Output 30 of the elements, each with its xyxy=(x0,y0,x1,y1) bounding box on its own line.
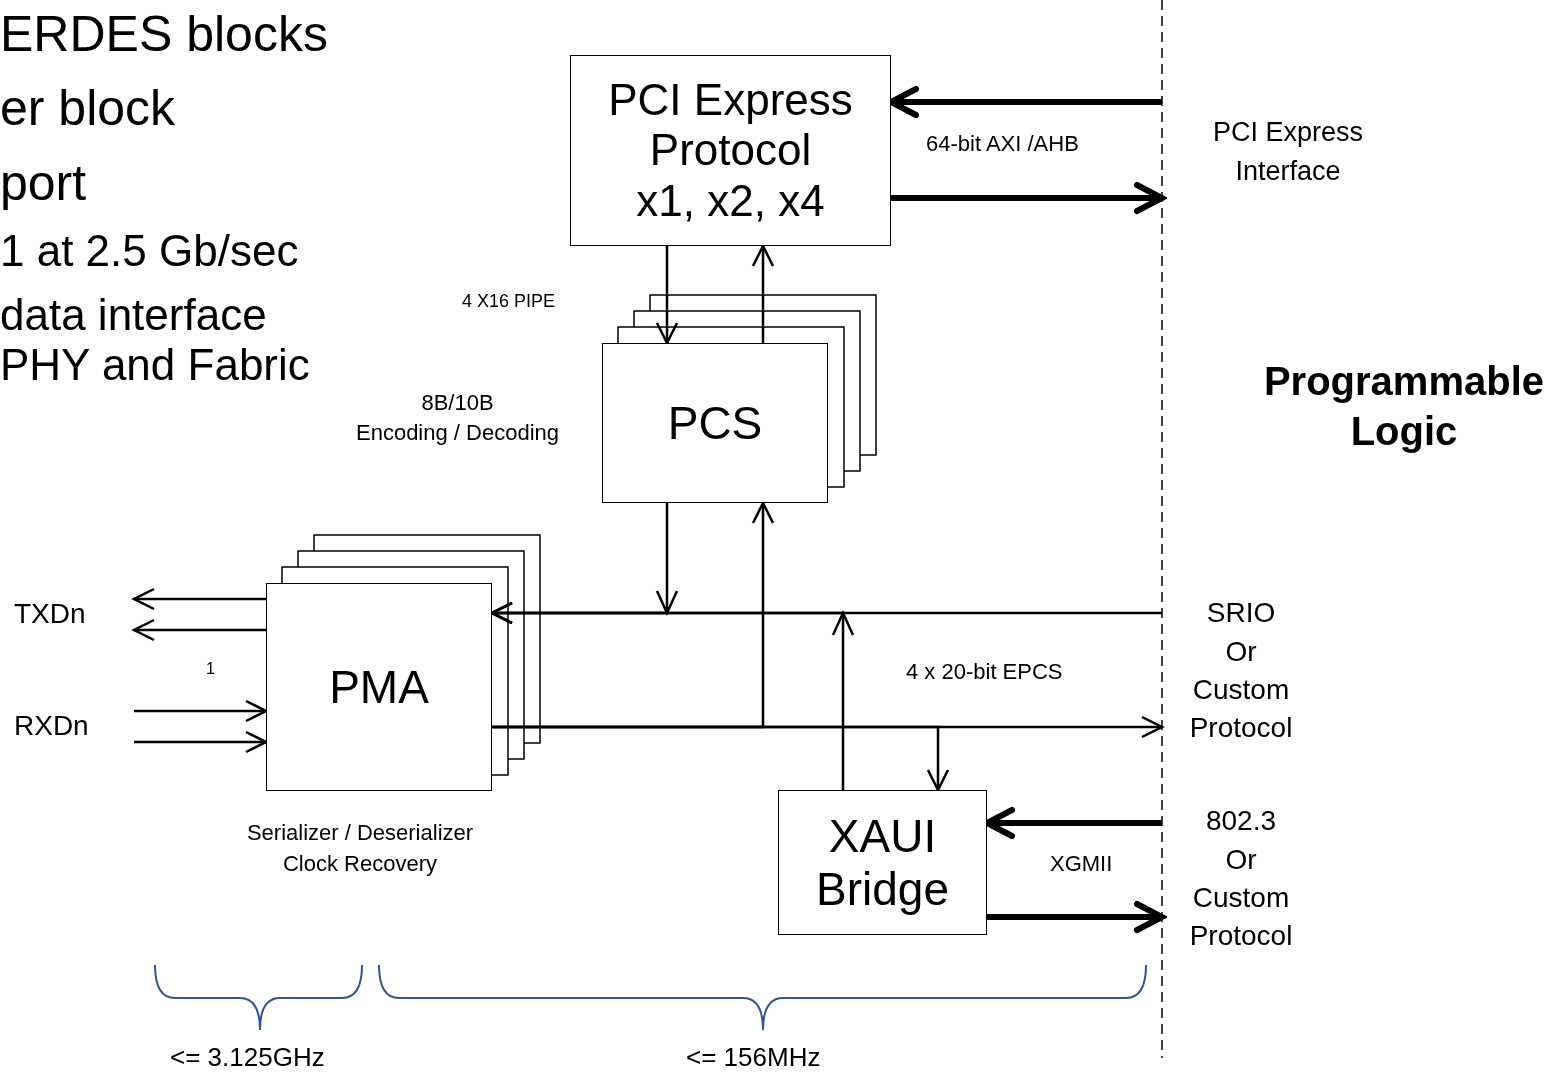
block-caption: Serializer / Deserializer Clock Recovery xyxy=(245,819,475,878)
text-label: data interface xyxy=(0,290,267,341)
block-title: XAUI Bridge xyxy=(815,809,950,916)
text-label: er block xyxy=(0,80,176,138)
block-box xyxy=(266,583,492,791)
block-title: PMA xyxy=(329,660,429,714)
text-label: port xyxy=(0,155,87,213)
signal-label: TXDn xyxy=(14,594,134,634)
text-label: ERDES blocks xyxy=(0,6,328,64)
block-caption: 8B/10B xyxy=(420,389,495,417)
signal-label: SRIO Or Custom Protocol xyxy=(1165,592,1317,750)
text-label: 4 X16 PIPE xyxy=(462,291,556,312)
block-title: x1, x2, x4 xyxy=(636,175,825,227)
block-title: PCS xyxy=(667,396,763,450)
block-box xyxy=(570,55,891,246)
text-label: XGMII xyxy=(1050,851,1113,877)
text-label: 4 x 20-bit EPCS xyxy=(906,659,1063,685)
text-label: <= 3.125GHz xyxy=(170,1043,325,1073)
block-caption: Encoding / Decoding xyxy=(355,419,560,447)
signal-label: 802.3 Or Custom Protocol xyxy=(1165,800,1317,958)
signal-label: RXDn xyxy=(14,705,134,747)
block-box xyxy=(602,343,828,503)
block-box xyxy=(778,790,987,935)
signal-label: PCI Express Interface xyxy=(1168,112,1408,192)
text-label: PHY and Fabric xyxy=(0,340,310,391)
text-label: 64-bit AXI /AHB xyxy=(926,131,1079,157)
text-label: Programmable Logic xyxy=(1262,358,1546,455)
text-label: 1 xyxy=(206,660,215,679)
text-label: 1 at 2.5 Gb/sec xyxy=(0,226,299,277)
text-label: <= 156MHz xyxy=(686,1043,821,1073)
